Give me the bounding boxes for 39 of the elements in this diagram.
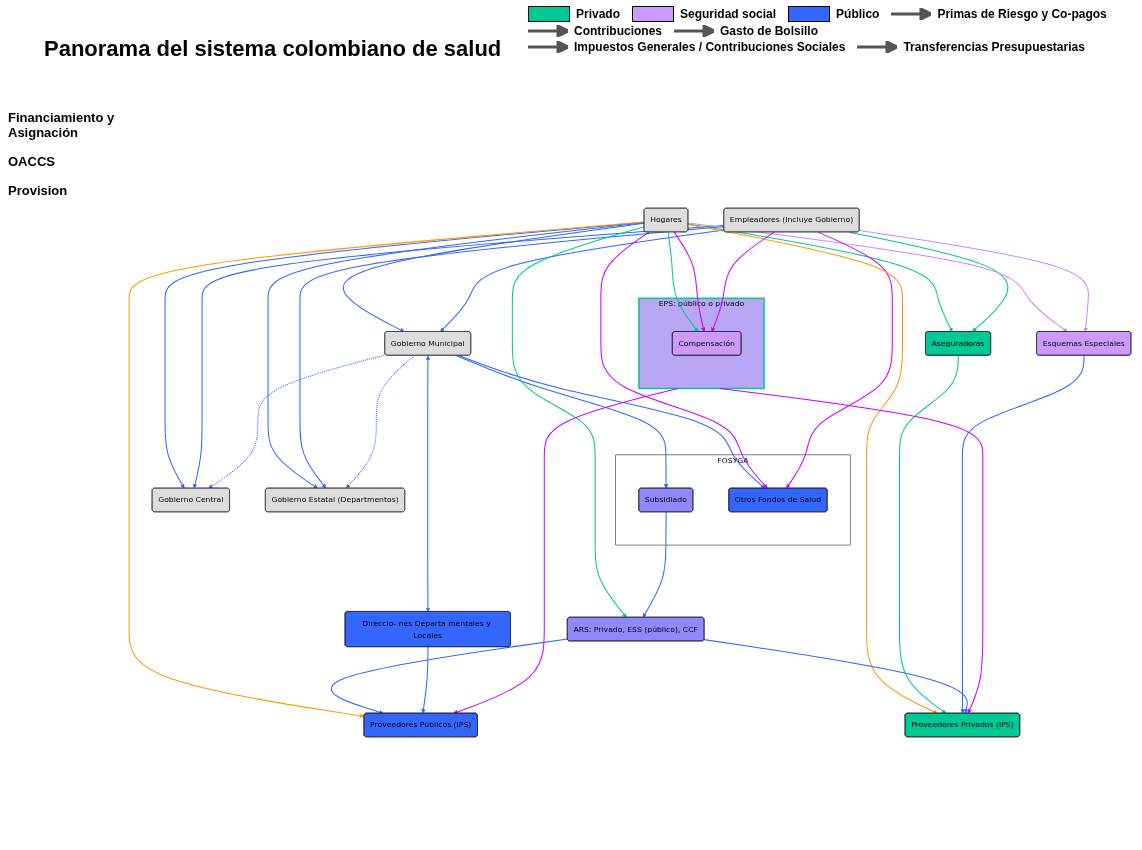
arrow xyxy=(511,226,645,618)
arrow xyxy=(299,225,725,489)
legend-text: Público xyxy=(836,7,880,21)
arrow xyxy=(345,355,415,489)
arrow xyxy=(899,355,959,714)
legend-text: Seguridad social xyxy=(680,7,777,21)
section-label: Financiamiento y Asignación xyxy=(8,110,116,140)
arrow xyxy=(719,387,984,714)
legend-text: Contribuciones xyxy=(574,24,662,38)
arrow xyxy=(128,221,645,719)
arrow xyxy=(331,638,569,715)
arrow xyxy=(858,230,1089,332)
legend-text: Primas de Riesgo y Co-pagos xyxy=(937,7,1107,21)
arrow xyxy=(711,231,775,332)
arrow xyxy=(192,224,725,489)
arrow xyxy=(425,355,431,612)
arrow xyxy=(642,511,667,618)
arrow xyxy=(164,221,645,489)
legend-text: Impuestos Generales / Contribuciones Sociales xyxy=(574,40,846,54)
arrow xyxy=(342,222,645,332)
arrow xyxy=(455,355,669,489)
section-label: OACCS xyxy=(8,154,56,169)
arrow xyxy=(960,355,1085,714)
arrow xyxy=(703,639,969,714)
arrow xyxy=(786,231,893,489)
arrow xyxy=(453,387,679,715)
arrow xyxy=(687,222,1068,332)
arrow xyxy=(667,231,699,332)
arrow xyxy=(687,223,938,714)
arrow xyxy=(421,646,429,714)
legend-text: Privado xyxy=(576,7,620,21)
section-label: Provision xyxy=(8,183,69,198)
arrow xyxy=(673,231,706,332)
legend-text: Gasto de Bolsillo xyxy=(720,24,819,38)
diagram-title: Panorama del sistema colombiano de salud xyxy=(44,36,502,62)
arrow xyxy=(208,354,387,489)
arrow xyxy=(600,231,768,489)
legend-text: Transferencias Presupuestarias xyxy=(903,40,1085,54)
arrow xyxy=(267,222,645,489)
